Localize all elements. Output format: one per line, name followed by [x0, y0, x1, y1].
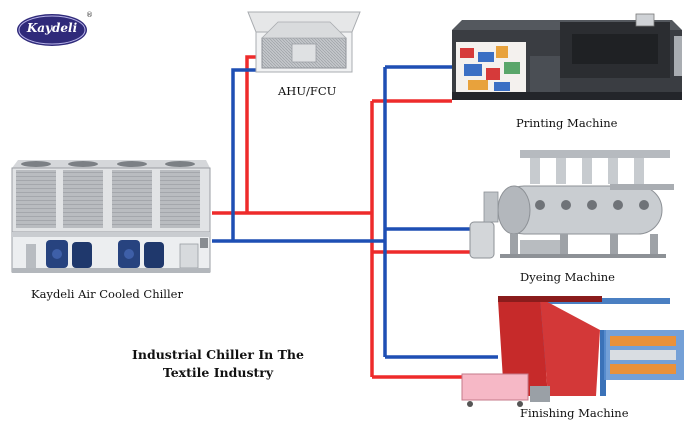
ahu-fcu-label: AHU/FCU [278, 84, 337, 98]
registered-mark: ® [86, 11, 93, 19]
logo-text: Kaydeli [26, 21, 78, 35]
supply-pipe-ahu [245, 55, 262, 213]
return-pipe-ahu [231, 68, 268, 241]
chiller-label: Kaydeli Air Cooled Chiller [31, 287, 183, 301]
finishing-machine-label: Finishing Machine [520, 406, 629, 420]
kaydeli-logo: Kaydeli [16, 12, 88, 48]
diagram-title: Industrial Chiller In The Textile Indust… [112, 346, 324, 382]
title-line-2: Textile Industry [162, 365, 274, 380]
dyeing-machine-label: Dyeing Machine [520, 270, 615, 284]
title-line-1: Industrial Chiller In The [132, 347, 304, 362]
printing-machine-label: Printing Machine [516, 116, 618, 130]
